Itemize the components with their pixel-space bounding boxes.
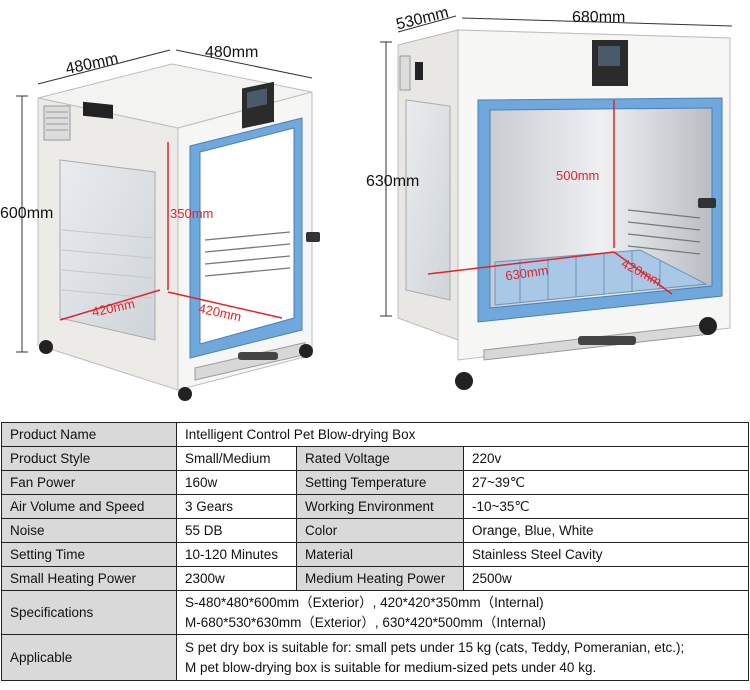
spec-label: Color	[296, 518, 464, 543]
applicable-label: Applicable	[1, 634, 177, 681]
applicable-line: S pet dry box is suitable for: small pet…	[185, 639, 685, 655]
product-name-value: Intelligent Control Pet Blow-drying Box	[175, 422, 750, 447]
spec-table: Product Name Intelligent Control Pet Blo…	[1, 422, 750, 681]
specifications-label: Specifications	[1, 590, 177, 635]
small-drying-box: 480mm 480mm 600mm 350mm 420mm 420mm	[0, 44, 320, 401]
spec-value: 2300w	[176, 566, 297, 591]
table-row: Specifications S-480*480*600mm（Exterior）…	[1, 590, 750, 635]
medium-width-label: 680mm	[572, 9, 625, 26]
spec-label: Setting Temperature	[296, 470, 464, 495]
spec-value: 10-120 Minutes	[176, 542, 297, 567]
wheel	[699, 317, 717, 335]
spec-label: Product Style	[1, 446, 177, 471]
vent-grille	[43, 105, 71, 141]
table-row: Small Heating Power 2300w Medium Heating…	[1, 566, 750, 591]
spec-label: Small Heating Power	[1, 566, 177, 591]
spec-value: 220v	[462, 446, 750, 471]
medium-depth-label: 530mm	[395, 4, 451, 33]
small-height-label: 600mm	[0, 205, 53, 222]
spec-label: Medium Heating Power	[296, 566, 464, 591]
small-internal-height-label: 350mm	[170, 206, 213, 221]
table-row: Applicable S pet dry box is suitable for…	[1, 634, 750, 681]
medium-internal-height-label: 500mm	[556, 168, 599, 183]
specifications-line: S-480*480*600mm（Exterior）, 420*420*350mm…	[185, 594, 544, 610]
spec-label: Air Volume and Speed	[1, 494, 177, 519]
door-latch	[698, 198, 716, 208]
spec-value: 2500w	[462, 566, 750, 591]
spec-value: 55 DB	[176, 518, 297, 543]
medium-drying-box: 530mm 680mm 630mm 500mm 630mm 420mm	[366, 4, 733, 390]
spec-label: Noise	[1, 518, 177, 543]
product-figure: 480mm 480mm 600mm 350mm 420mm 420mm	[0, 4, 733, 401]
spec-value: 27~39℃	[462, 470, 750, 495]
medium-height-label: 630mm	[366, 173, 419, 190]
small-width-label: 480mm	[64, 50, 120, 78]
spec-value: Orange, Blue, White	[462, 518, 750, 543]
wheel	[178, 387, 192, 401]
vent-grille	[399, 55, 411, 91]
product-name-label: Product Name	[1, 422, 177, 447]
table-row: Setting Time 10-120 Minutes Material Sta…	[1, 542, 750, 567]
spec-value: Small/Medium	[176, 446, 297, 471]
table-row: Fan Power 160w Setting Temperature 27~39…	[1, 470, 750, 495]
spec-label: Setting Time	[1, 542, 177, 567]
table-row: Noise 55 DB Color Orange, Blue, White	[1, 518, 750, 543]
table-row: Air Volume and Speed 3 Gears Working Env…	[1, 494, 750, 519]
table-row: Product Style Small/Medium Rated Voltage…	[1, 446, 750, 471]
wheel	[299, 344, 313, 358]
spec-label: Working Environment	[296, 494, 464, 519]
specifications-line: M-680*530*630mm（Exterior）, 630*420*500mm…	[185, 614, 546, 630]
spec-value: -10~35℃	[462, 494, 750, 519]
small-depth-label: 480mm	[205, 44, 258, 61]
medium-internal-width-label: 630mm	[504, 263, 549, 284]
spec-label: Fan Power	[1, 470, 177, 495]
specifications-value: S-480*480*600mm（Exterior）, 420*420*350mm…	[175, 590, 750, 635]
wheel	[455, 372, 473, 390]
spec-value: Stainless Steel Cavity	[462, 542, 750, 567]
spec-value: 160w	[176, 470, 297, 495]
spec-label: Material	[296, 542, 464, 567]
applicable-line: M pet blow-drying box is suitable for me…	[185, 659, 597, 675]
wheel	[39, 340, 53, 354]
spec-value: 3 Gears	[176, 494, 297, 519]
applicable-value: S pet dry box is suitable for: small pet…	[175, 634, 750, 681]
table-row: Product Name Intelligent Control Pet Blo…	[1, 422, 750, 447]
spec-label: Rated Voltage	[296, 446, 464, 471]
door-latch	[306, 232, 320, 242]
